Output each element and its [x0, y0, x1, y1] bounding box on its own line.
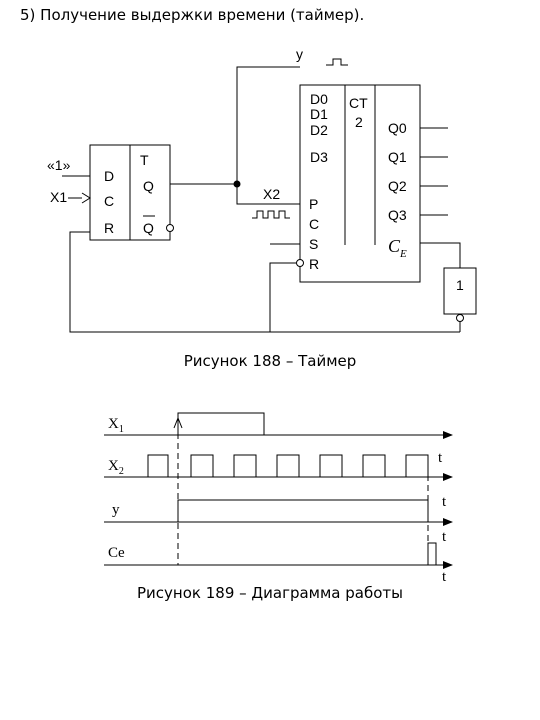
output-q3: Q3: [388, 207, 407, 223]
counter-title: CT: [349, 95, 368, 111]
output-q2: Q2: [388, 178, 407, 194]
wave-x2: [147, 454, 429, 478]
axis-t-ce: t: [442, 529, 447, 545]
wave-x1: [177, 412, 265, 435]
junction-dot: [233, 180, 241, 188]
wire-ce: [420, 242, 461, 268]
input-d2: D2: [310, 122, 328, 138]
page-heading: 5) Получение выдержки времени (таймер).: [20, 6, 365, 24]
label-t: T: [140, 152, 149, 168]
counter-r-bubble: [296, 259, 304, 267]
pin-d: D: [104, 168, 114, 184]
figure-189-caption: Рисунок 189 – Диаграмма работы: [137, 584, 403, 602]
label-x1: X1: [50, 189, 67, 205]
timer-schematic: [62, 58, 477, 333]
y-pulse-glyph: [326, 58, 348, 66]
pin-q: Q: [143, 178, 154, 194]
clock-arrow: [81, 192, 91, 204]
counter-pin-p: P: [309, 196, 318, 212]
wire-y: [236, 66, 300, 184]
input-d0: D0: [310, 91, 328, 107]
row-label-x1: X1: [108, 416, 124, 435]
output-q1: Q1: [388, 149, 407, 165]
row-label-x2: X2: [108, 458, 124, 477]
x2-pulse-glyph: [252, 210, 290, 219]
figure-188-caption: Рисунок 188 – Таймер: [183, 352, 357, 370]
counter-ce: CE: [388, 236, 407, 260]
counter-pin-s: S: [309, 236, 318, 252]
counter-pin-r: R: [309, 256, 319, 272]
counter-block: [299, 84, 421, 283]
label-x2: X2: [263, 186, 280, 202]
axis-t-x2: t: [438, 450, 443, 466]
inverter-label: 1: [456, 277, 464, 293]
pin-qbar: Q: [143, 220, 154, 236]
row-label-y: y: [112, 502, 120, 518]
label-one: «1»: [47, 157, 71, 173]
row-label-ce: Ce: [108, 545, 125, 561]
input-d1: D1: [310, 106, 328, 122]
qbar-bubble: [166, 224, 174, 232]
input-d3: D3: [310, 149, 328, 165]
timing-diagram: X1 X2 y Ce t t t t: [104, 412, 453, 585]
counter-modulus: 2: [355, 114, 363, 130]
wire-counter-r: [269, 262, 296, 332]
wave-y: [177, 499, 429, 522]
inverter-bubble: [456, 314, 464, 322]
output-q0: Q0: [388, 120, 407, 136]
wire-reset-loop: [69, 231, 460, 333]
wave-ce: [427, 542, 437, 565]
wire-p: [236, 184, 300, 205]
axis-t-y: t: [442, 494, 447, 510]
axis-t-last: t: [442, 569, 447, 585]
pin-c: C: [104, 193, 114, 209]
pin-r: R: [104, 220, 114, 236]
label-y: y: [296, 46, 303, 62]
guide-arrowhead: [173, 417, 183, 429]
counter-pin-c: C: [309, 216, 319, 232]
